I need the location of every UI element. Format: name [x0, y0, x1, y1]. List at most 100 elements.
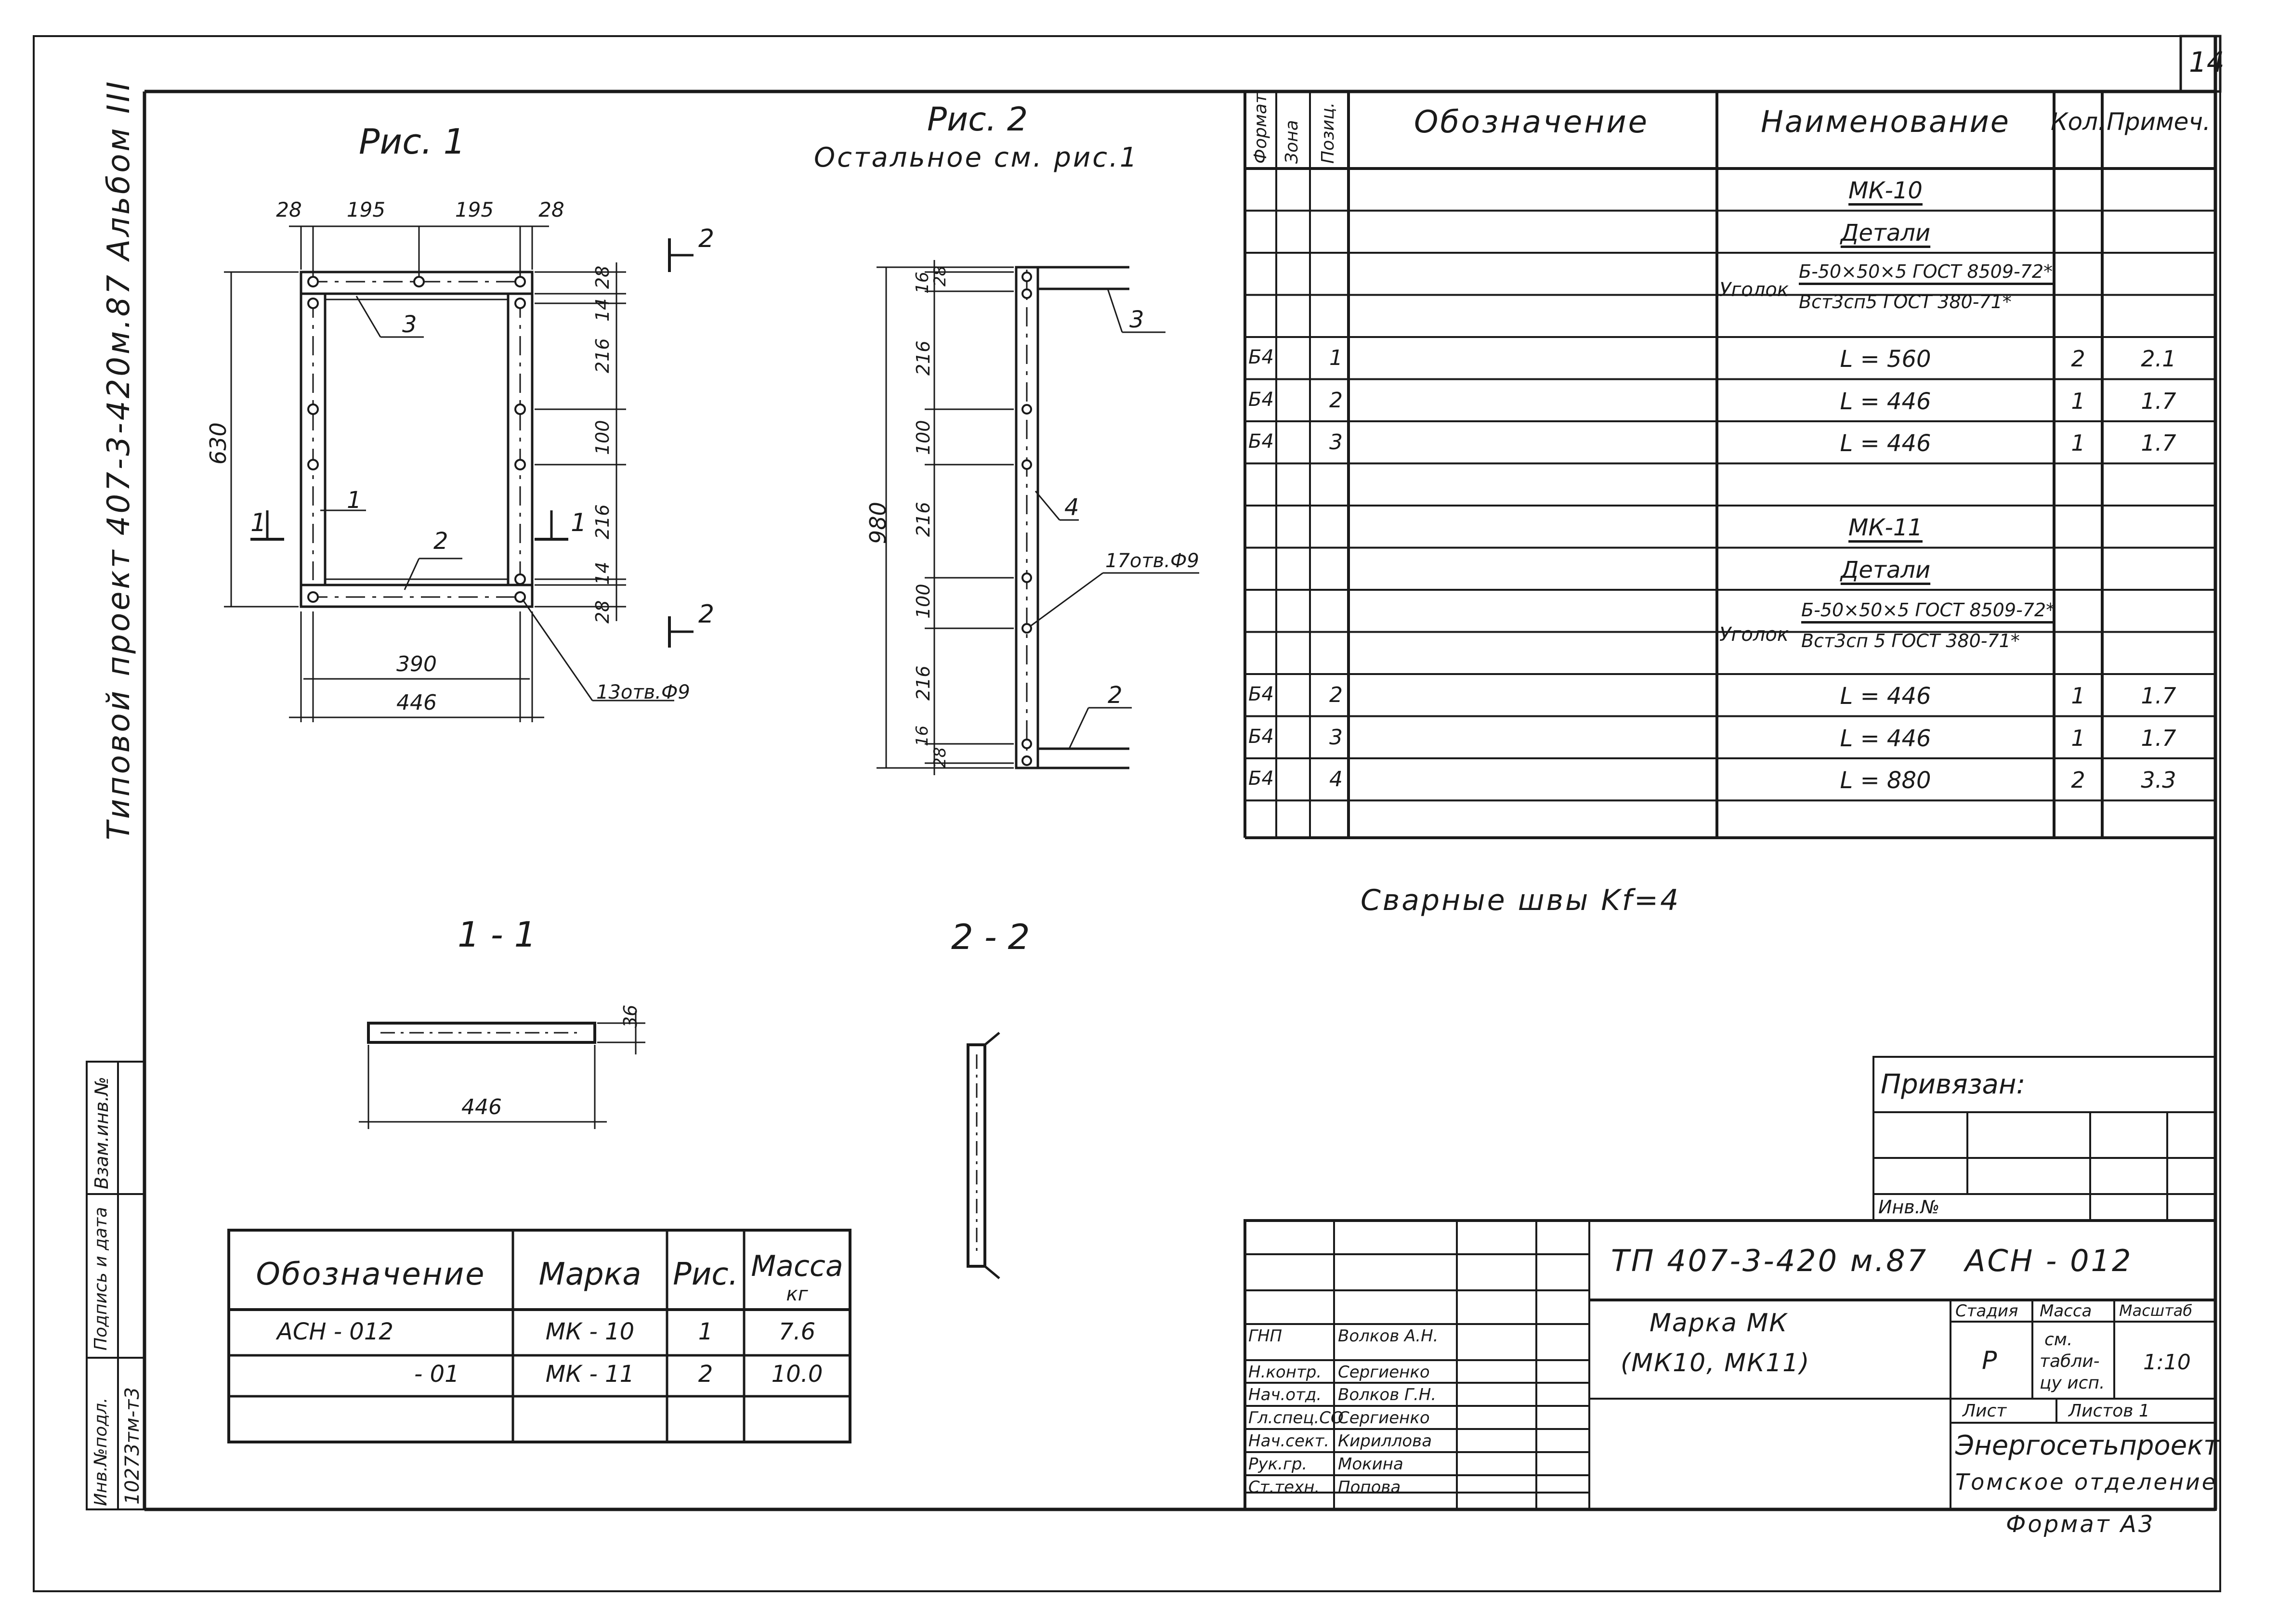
staff-row-3-name: Волков Г.Н. [1338, 1385, 1437, 1404]
fig1-pos-1: 1 [347, 487, 362, 514]
fig2-subtitle: Остальное см. рис.1 [814, 142, 1139, 173]
spec-row-14-format: Б4 [1248, 725, 1274, 748]
fig1-dim-right-2: 14 [592, 298, 613, 322]
fig1-section-mark-right: 1 [571, 508, 587, 537]
spec-row-15-name: L = 880 [1840, 767, 1931, 794]
title-mass-1: см. [2044, 1330, 2073, 1350]
spec-header-zone: Зона [1282, 120, 1302, 164]
staff-row-7-name: Попова [1338, 1478, 1401, 1497]
spec-row-7-name: L = 446 [1840, 430, 1931, 457]
sheet-number: 14 [2189, 46, 2225, 78]
spec-row-14-name: L = 446 [1840, 725, 1931, 752]
marks-row-1-designation: АСН - 012 [277, 1318, 393, 1345]
marks-row-1-fig: 1 [698, 1318, 713, 1345]
spec-row-13-note: 1.7 [2141, 683, 2176, 709]
staff-row-1-name: Волков А.Н. [1338, 1326, 1439, 1346]
staff-row-5-role: Нач.сект. [1248, 1431, 1330, 1451]
fig2-dim-left-5: 216 [913, 502, 934, 537]
fig1-holes-note: 13отв.Ф9 [596, 681, 690, 703]
fig1-dim-top-2: 195 [346, 198, 386, 221]
title-sheet-label: Лист [1963, 1401, 2007, 1421]
title-stage: Р [1982, 1346, 1997, 1375]
fig2-holes-note: 17отв.Ф9 [1105, 550, 1199, 572]
stamp-original-inv-value: 10273тм-т3 [121, 1387, 144, 1505]
spec-angle1-label: Уголок [1719, 279, 1789, 301]
fig1-dim-height: 630 [205, 422, 231, 465]
spec-row-15-qty: 2 [2071, 767, 2085, 793]
title-block-grid [1244, 1219, 2217, 1511]
spec-row-5-format: Б4 [1248, 346, 1274, 368]
binding-inv: Инв.№ [1878, 1196, 1940, 1218]
fig2-dim-left-2: 16 [913, 272, 932, 294]
staff-row-6-role: Рук.гр. [1248, 1455, 1308, 1474]
fig2-frame [877, 260, 1199, 775]
title-format: Формат А3 [2006, 1511, 2155, 1538]
title-mass-2: табли- [2040, 1351, 2100, 1371]
staff-row-4-name: Сергиенко [1338, 1408, 1430, 1428]
marks-header-mark: Марка [538, 1257, 642, 1292]
section22-drawing [967, 1032, 1000, 1279]
spec-header-designation: Обозначение [1414, 104, 1650, 140]
fig2-title: Рис. 2 [927, 101, 1028, 139]
spec-row-6-note: 1.7 [2141, 388, 2176, 414]
staff-row-2-name: Сергиенко [1338, 1363, 1430, 1382]
spec-angle1-bottom: Вст3сп5 ГОСТ 380-71* [1799, 291, 2012, 312]
side-title: Типовой проект 407-3-420м.87 Альбом III [101, 79, 137, 840]
spec-angle2-top: Б-50×50×5 ГОСТ 8509-72* [1801, 599, 2055, 621]
fig2-pos-4: 4 [1064, 494, 1079, 521]
spec-row-6-format: Б4 [1248, 388, 1274, 411]
spec-row-5-pos: 1 [1329, 346, 1343, 370]
weld-note: Сварные швы Kf=4 [1361, 883, 1681, 917]
title-mass-label: Масса [2040, 1301, 2092, 1321]
title-org-1: Энергосетьпроект [1955, 1430, 2219, 1461]
fig1-pos-3: 3 [402, 311, 417, 338]
fig2-dim-left-8: 16 [913, 725, 932, 746]
fig2-dim-left-6: 100 [913, 584, 934, 619]
fig1-dim-top-3: 195 [455, 198, 494, 221]
spec-row-13-qty: 1 [2071, 683, 2085, 709]
spec-header-qty: Кол. [2051, 108, 2106, 136]
spec-table-grid [1244, 91, 2217, 839]
section11-title: 1 - 1 [458, 914, 537, 955]
fig1-dim-right-5: 216 [592, 504, 613, 539]
marks-row-2-fig: 2 [698, 1361, 713, 1388]
fig1-section-mark-top: 2 [698, 224, 715, 253]
fig1-title: Рис. 1 [359, 121, 466, 162]
spec-header-format: Формат [1251, 93, 1270, 164]
staff-row-1-role: ГНП [1248, 1326, 1283, 1346]
spec-row-1-name: МК-10 [1848, 177, 1923, 204]
spec-row-13-format: Б4 [1248, 683, 1274, 705]
spec-row-14-note: 1.7 [2141, 725, 2176, 751]
staff-row-7-role: Ст.техн. [1248, 1478, 1320, 1497]
fig1-dim-top-1: 28 [276, 198, 302, 221]
left-stamp [86, 1061, 145, 1510]
marks-header-designation: Обозначение [256, 1257, 486, 1292]
fig2-pos-3: 3 [1129, 306, 1144, 333]
marks-header-mass: Масса [751, 1249, 843, 1283]
stamp-original-inv: Инв.№подл. [91, 1397, 111, 1506]
spec-row-14-qty: 1 [2071, 725, 2085, 751]
spec-angle1-top: Б-50×50×5 ГОСТ 8509-72* [1799, 261, 2053, 282]
spec-row-13-pos: 2 [1329, 683, 1343, 707]
marks-row-1-mass: 7.6 [778, 1318, 816, 1345]
title-name-1: Марка МК [1650, 1309, 1788, 1338]
fig1-pos-2: 2 [433, 528, 448, 555]
fig2-dim-left-3: 216 [913, 340, 934, 376]
spec-row-7-format: Б4 [1248, 430, 1274, 453]
fig1-dim-outer: 446 [396, 690, 437, 715]
stamp-replaced-inv: Взам.инв.№ [91, 1077, 112, 1189]
spec-row-15-note: 3.3 [2141, 767, 2176, 793]
fig1-dim-right-6: 14 [592, 561, 613, 585]
fig2-dim-left-7: 216 [913, 665, 934, 701]
spec-row-5-note: 2.1 [2141, 346, 2176, 372]
spec-row-5-name: L = 560 [1840, 346, 1931, 373]
title-scale: 1:10 [2143, 1350, 2191, 1375]
fig2-dim-left-4: 100 [913, 420, 934, 455]
fig1-dim-right-3: 216 [592, 338, 613, 373]
section22-title: 2 - 2 [951, 917, 1030, 957]
marks-header-fig: Рис. [673, 1257, 738, 1292]
spec-row-7-qty: 1 [2071, 430, 2085, 456]
fig1-frame [224, 225, 694, 722]
spec-angle2-bottom: Вст3сп 5 ГОСТ 380-71* [1801, 630, 2020, 651]
marks-row-2-designation: - 01 [414, 1361, 459, 1388]
